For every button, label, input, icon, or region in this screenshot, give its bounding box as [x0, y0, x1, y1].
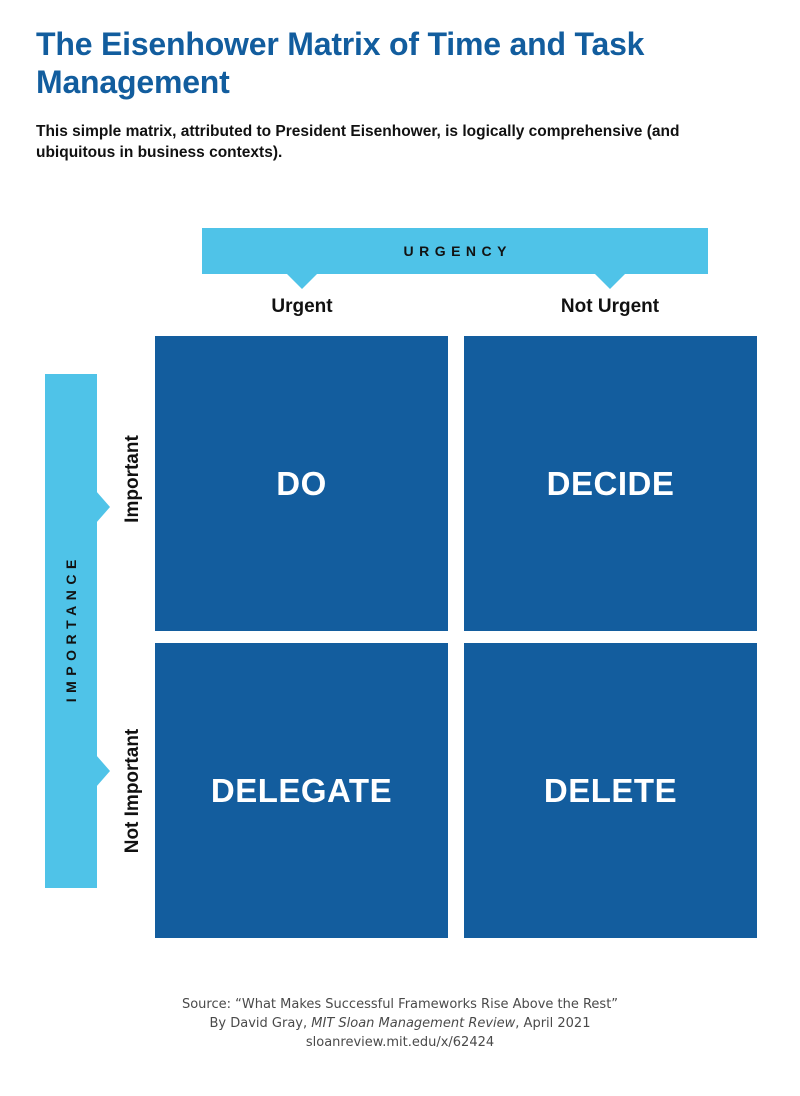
quadrant-delete-label: DELETE: [543, 771, 678, 809]
source-citation: Source: “What Makes Successful Framework…: [0, 996, 800, 1053]
importance-arrow-important-icon: [96, 491, 110, 523]
importance-axis-band: IMPORTANCE: [45, 374, 97, 888]
importance-arrow-not-important-icon: [96, 755, 110, 787]
urgency-axis-band: URGENCY: [202, 228, 708, 274]
importance-axis-label: IMPORTANCE: [63, 554, 80, 703]
source-date: , April 2021: [515, 1015, 591, 1031]
quadrant-do[interactable]: DO: [155, 336, 448, 631]
quadrant-delegate[interactable]: DELEGATE: [155, 643, 448, 938]
urgency-arrow-urgent-icon: [286, 273, 318, 289]
page-title: The Eisenhower Matrix of Time and Task M…: [36, 26, 645, 100]
urgency-axis-label: URGENCY: [403, 243, 512, 259]
quadrant-delegate-label: DELEGATE: [210, 771, 393, 809]
source-url[interactable]: sloanreview.mit.edu/x/62424: [305, 1034, 495, 1050]
row-header-important: Important: [122, 435, 143, 523]
source-line-title: Source: “What Makes Successful Framework…: [181, 997, 619, 1012]
quadrant-decide-label: DECIDE: [546, 464, 675, 502]
column-header-not-urgent: Not Urgent: [560, 296, 660, 317]
source-line-author: By David Gray, MIT Sloan Management Revi…: [0, 1015, 800, 1034]
urgency-arrow-not-urgent-icon: [594, 273, 626, 289]
column-header-urgent: Urgent: [271, 296, 333, 317]
quadrant-decide[interactable]: DECIDE: [464, 336, 757, 631]
source-publication: MIT Sloan Management Review: [311, 1015, 516, 1031]
page-subtitle: This simple matrix, attributed to Presid…: [36, 123, 680, 161]
quadrant-do-label: DO: [276, 464, 327, 502]
source-author-prefix: By David Gray,: [209, 1015, 312, 1031]
row-header-not-important: Not Important: [122, 728, 143, 854]
quadrant-delete[interactable]: DELETE: [464, 643, 757, 938]
